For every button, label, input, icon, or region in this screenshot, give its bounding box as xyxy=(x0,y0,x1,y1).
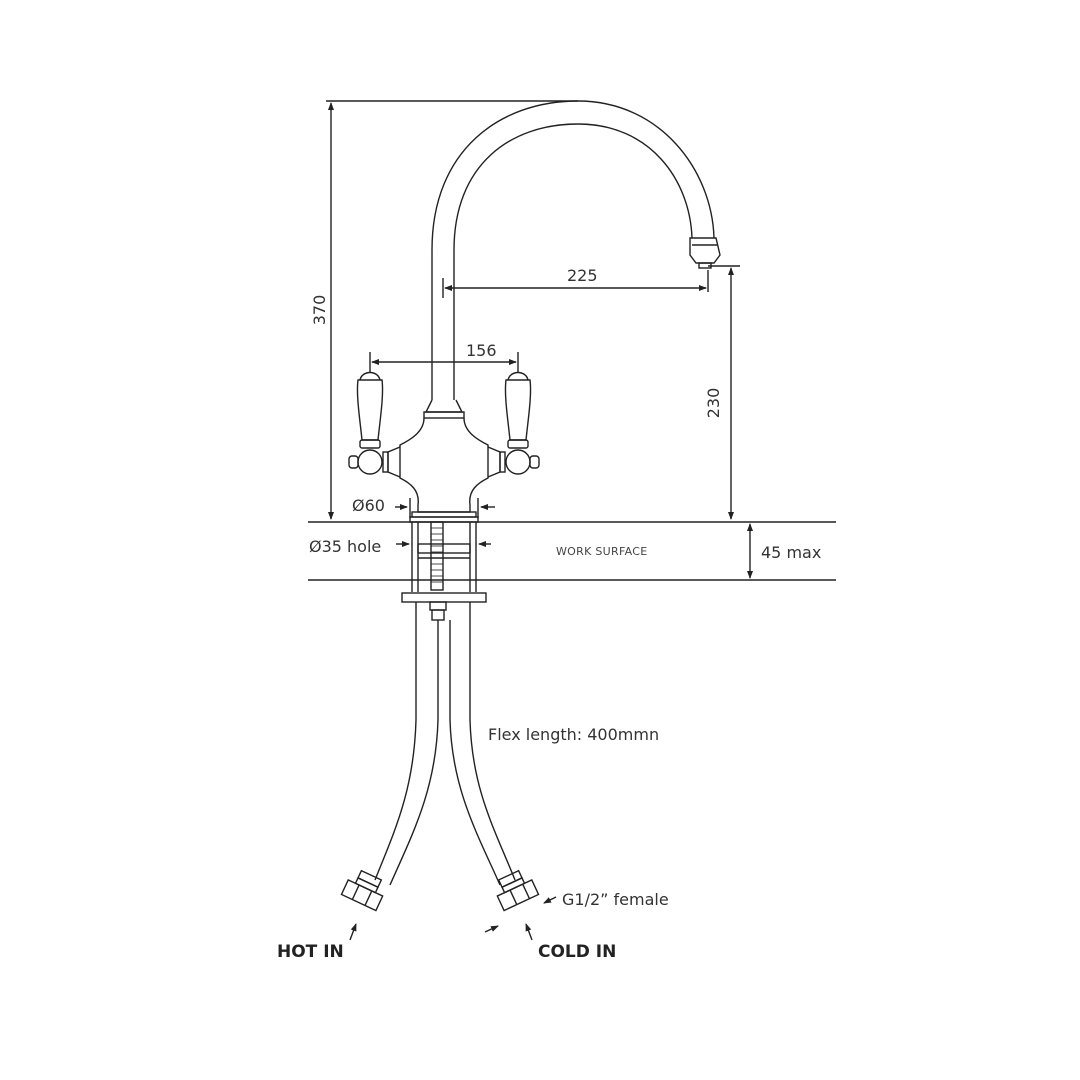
threaded-rod xyxy=(430,521,444,591)
dim-handle-spacing: 156 xyxy=(466,341,497,360)
cold-in-label: COLD IN xyxy=(538,942,617,962)
dim-overall-height: 370 xyxy=(310,294,329,326)
dim-surface-thickness: 45 max xyxy=(761,543,822,562)
left-handle-lever xyxy=(356,379,384,441)
dim-base-diameter: Ø60 xyxy=(352,496,385,515)
spout-nozzle xyxy=(689,237,721,264)
work-surface-label: WORK SURFACE xyxy=(556,545,648,558)
spout-outer xyxy=(431,100,715,400)
connector-label: G1/2” female xyxy=(562,890,669,909)
cold-hose xyxy=(449,602,516,886)
dim-hole-diameter: Ø35 hole xyxy=(309,537,382,556)
hot-hose xyxy=(374,602,439,886)
hot-connector-nut xyxy=(340,879,384,912)
dim-spout-reach: 225 xyxy=(567,266,598,285)
cold-connector-nut xyxy=(496,879,540,912)
tap-body xyxy=(399,417,489,513)
dim-spout-clearance: 230 xyxy=(704,387,723,419)
right-handle-lever xyxy=(504,379,532,441)
hot-in-label: HOT IN xyxy=(277,942,344,962)
fixing-plate xyxy=(401,592,487,603)
flex-length-label: Flex length: 400mmn xyxy=(488,725,660,744)
spout-inner xyxy=(453,123,693,400)
